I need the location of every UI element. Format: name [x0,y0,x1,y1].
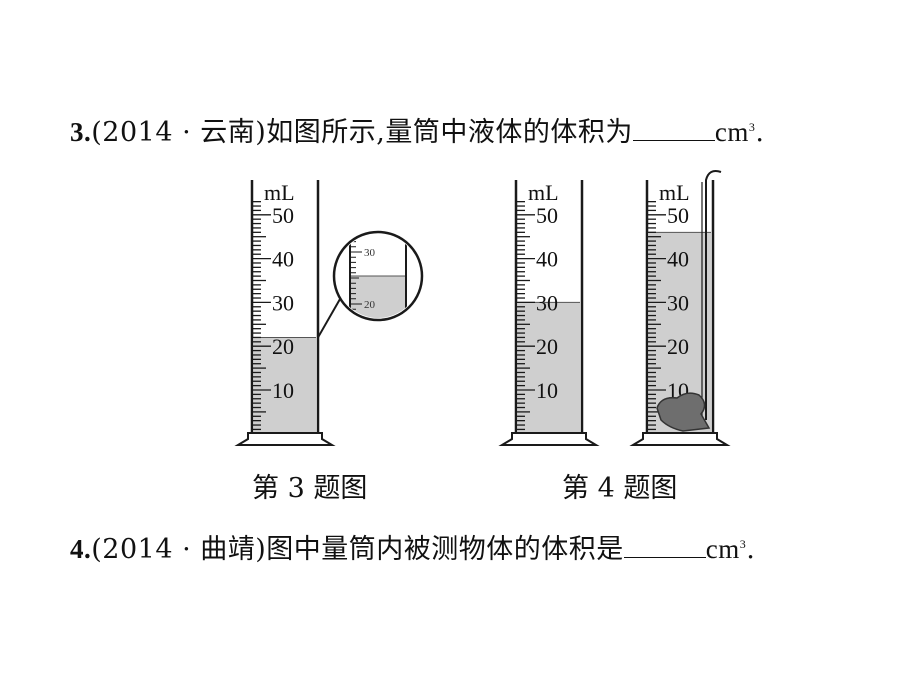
scale-label: 20 [667,334,689,359]
question-tail: . [755,117,765,148]
question-text: 如图所示,量筒中液体的体积为 [266,117,633,148]
answer-blank[interactable] [623,535,706,558]
zoom-scale-label: 30 [364,247,376,259]
cylinder-base [498,432,600,446]
scale-label: 40 [536,247,558,272]
question-tail: . [746,534,756,565]
question-source: (2014 · 曲靖) [91,534,267,565]
figure-4-caption: 第 4 题图 [562,473,678,504]
callout-pointer [317,297,342,338]
unit-mL-label: mL [659,180,690,205]
unit-mL-label: mL [528,180,559,205]
scale-label: 50 [536,203,558,228]
scale-label: 20 [536,334,558,359]
question-3: 3.(2014 · 云南)如图所示,量筒中液体的体积为 cm3. [70,110,764,149]
zoom-liquid [350,276,406,318]
cylinder-figure-4-before: 50 40 30 20 10 mL [498,180,600,446]
stone-object [656,392,711,432]
scale-label: 50 [272,203,294,228]
question-text: 图中量筒内被测物体的体积是 [266,534,624,565]
unit-label: cm3 [714,117,756,147]
scale-label: 50 [667,203,689,228]
unit-label: cm3 [705,534,747,564]
scale-label: 30 [536,290,558,315]
scale-label: 30 [667,290,689,315]
question-4: 4.(2014 · 曲靖)图中量筒内被测物体的体积是 cm3. [70,527,755,566]
answer-blank[interactable] [632,118,715,141]
liquid [254,337,316,433]
cylinder-base [234,432,336,446]
scale-label: 10 [536,378,558,403]
figure-3-caption: 第 3 题图 [252,473,368,504]
thread [705,170,722,420]
scale-label: 40 [667,247,689,272]
scale-label: 40 [272,247,294,272]
question-source: (2014 · 云南) [91,117,267,148]
scale-label: 10 [272,378,294,403]
scale-label: 30 [272,290,294,315]
cylinder-figure-3: 50 40 30 20 10 mL 30 20 [234,180,424,446]
scale-label: 20 [272,334,294,359]
zoom-scale-label: 20 [364,299,376,311]
question-number: 3. [70,117,92,147]
cylinder-base [629,432,731,446]
unit-mL-label: mL [264,180,295,205]
question-number: 4. [70,534,92,564]
